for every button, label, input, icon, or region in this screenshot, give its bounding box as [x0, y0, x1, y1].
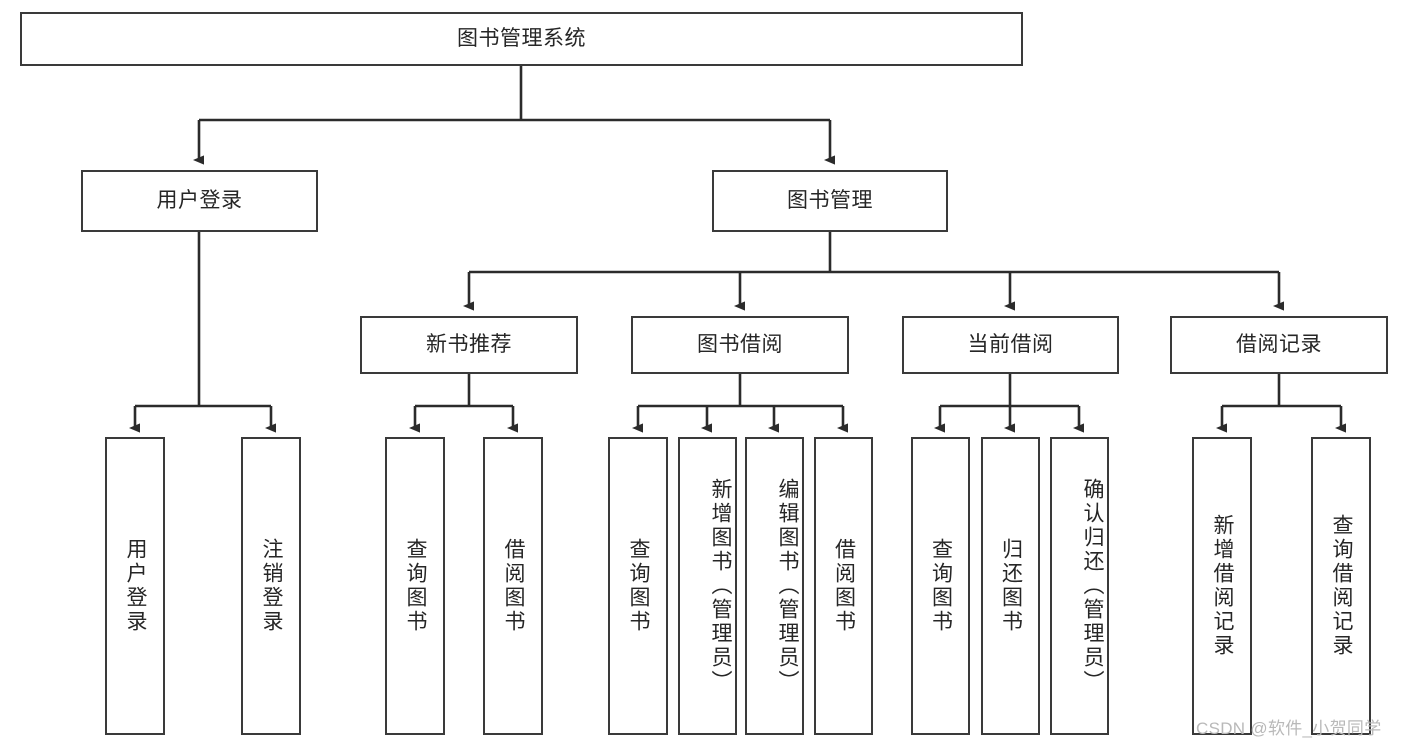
node-new-book-recommend-label: 新书推荐	[426, 333, 512, 357]
node-root-system-label: 图书管理系统	[457, 27, 586, 51]
node-leaf-query-book-1[interactable]: 查询图书	[385, 437, 445, 735]
node-leaf-add-book-label: 新增图书（管理员）	[709, 478, 732, 694]
node-book-borrow-label: 图书借阅	[697, 333, 783, 357]
node-leaf-query-book-2[interactable]: 查询图书	[608, 437, 668, 735]
node-current-borrow-label: 当前借阅	[967, 333, 1054, 357]
node-book-management[interactable]: 图书管理	[712, 170, 948, 232]
csdn-watermark: CSDN @软件_小贺同学	[1196, 719, 1382, 738]
node-current-borrow[interactable]: 当前借阅	[902, 316, 1119, 374]
node-leaf-query-book-1-label: 查询图书	[404, 538, 427, 634]
node-leaf-query-book-2-label: 查询图书	[627, 538, 650, 634]
node-leaf-borrow-book-2-label: 借阅图书	[832, 538, 856, 634]
node-leaf-query-book-3-label: 查询图书	[929, 538, 953, 634]
node-leaf-add-record[interactable]: 新增借阅记录	[1192, 437, 1252, 735]
node-leaf-add-book[interactable]: 新增图书（管理员）	[678, 437, 737, 735]
node-leaf-edit-book-label: 编辑图书（管理员）	[776, 478, 799, 694]
node-leaf-borrow-book-2[interactable]: 借阅图书	[814, 437, 873, 735]
node-new-book-recommend[interactable]: 新书推荐	[360, 316, 578, 374]
node-book-borrow[interactable]: 图书借阅	[631, 316, 849, 374]
node-leaf-edit-book[interactable]: 编辑图书（管理员）	[745, 437, 804, 735]
node-leaf-add-record-label: 新增借阅记录	[1211, 514, 1234, 658]
node-root-system[interactable]: 图书管理系统	[20, 12, 1023, 66]
node-leaf-borrow-book-1[interactable]: 借阅图书	[483, 437, 543, 735]
node-leaf-query-book-3[interactable]: 查询图书	[911, 437, 970, 735]
node-user-login-label: 用户登录	[156, 189, 243, 213]
node-leaf-query-record-label: 查询借阅记录	[1330, 514, 1353, 658]
node-book-management-label: 图书管理	[787, 189, 873, 213]
node-user-login[interactable]: 用户登录	[81, 170, 318, 232]
node-leaf-confirm-return-label: 确认归还（管理员）	[1081, 478, 1104, 694]
node-leaf-logout[interactable]: 注销登录	[241, 437, 301, 735]
node-leaf-user-login-label: 用户登录	[124, 538, 147, 634]
node-leaf-logout-label: 注销登录	[260, 538, 283, 634]
node-leaf-confirm-return[interactable]: 确认归还（管理员）	[1050, 437, 1109, 735]
node-leaf-user-login[interactable]: 用户登录	[105, 437, 165, 735]
node-leaf-borrow-book-1-label: 借阅图书	[502, 538, 525, 634]
node-leaf-return-book-label: 归还图书	[999, 538, 1023, 634]
node-borrow-record[interactable]: 借阅记录	[1170, 316, 1388, 374]
node-leaf-return-book[interactable]: 归还图书	[981, 437, 1040, 735]
node-leaf-query-record[interactable]: 查询借阅记录	[1311, 437, 1371, 735]
node-borrow-record-label: 借阅记录	[1236, 333, 1322, 357]
